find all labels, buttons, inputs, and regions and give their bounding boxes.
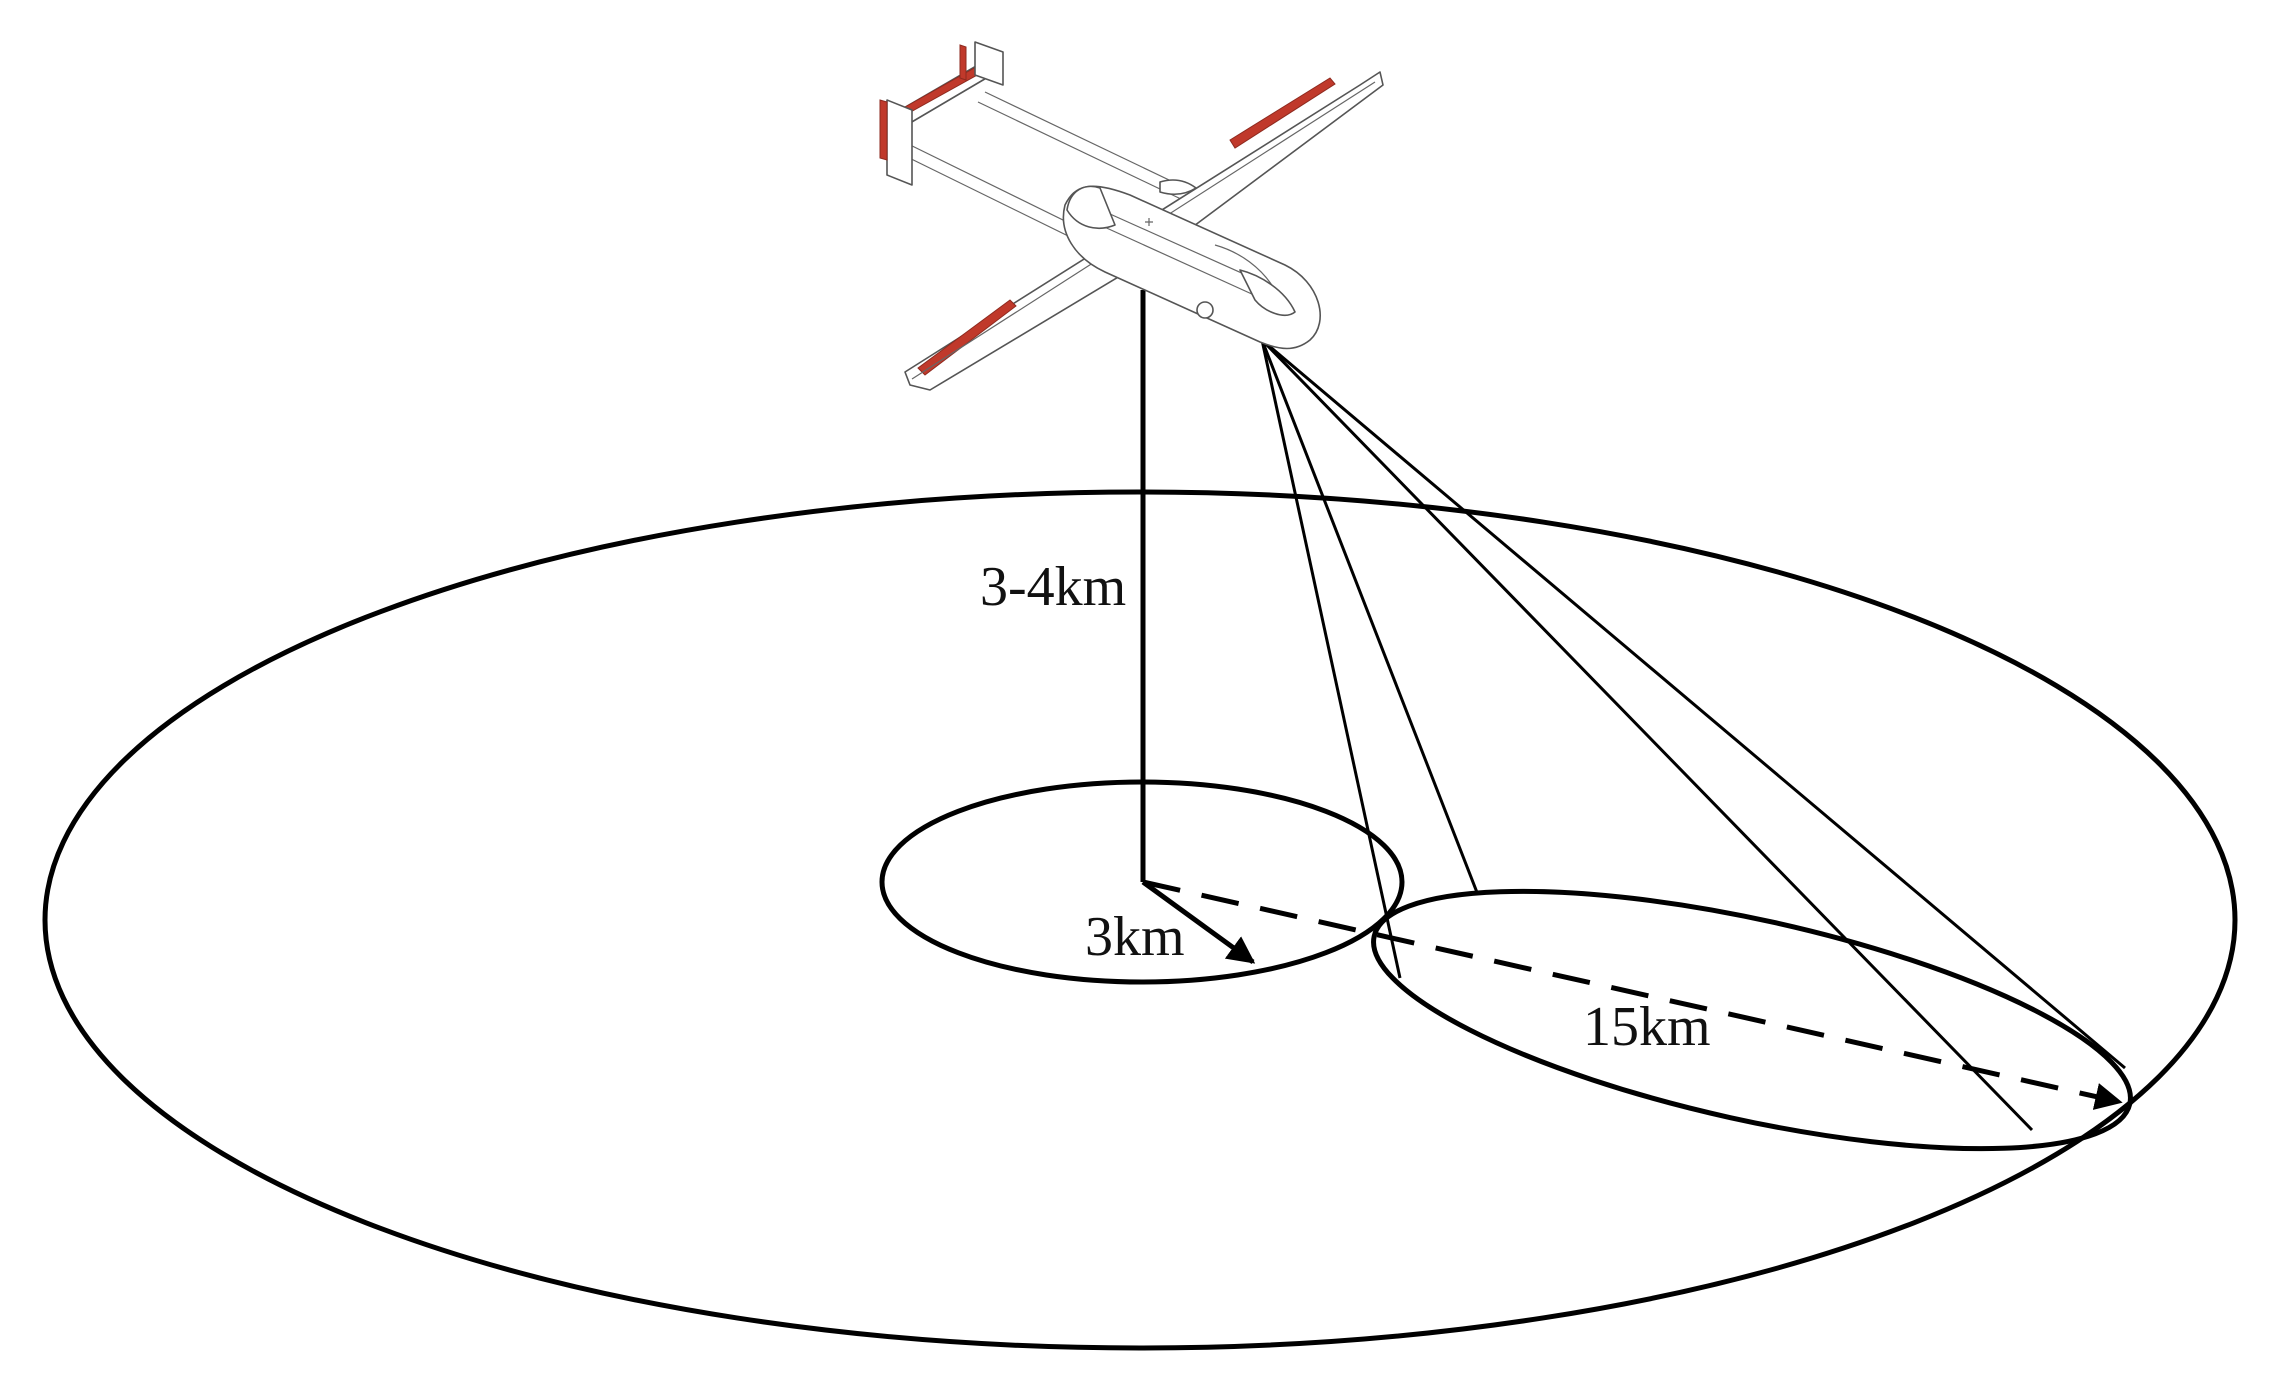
near-radius-arrow [1141, 879, 1256, 965]
far-footprint-ellipse [1371, 888, 2133, 1152]
outer-coverage-ellipse [42, 489, 2238, 1351]
altitude-label: 3-4km [980, 556, 1126, 618]
sensor-beam [1260, 338, 2126, 1132]
near-radius-label: 3km [1085, 906, 1185, 968]
uav-icon [879, 41, 1384, 391]
far-range-label: 15km [1583, 996, 1711, 1058]
far-range-arrow [1142, 879, 2123, 1110]
